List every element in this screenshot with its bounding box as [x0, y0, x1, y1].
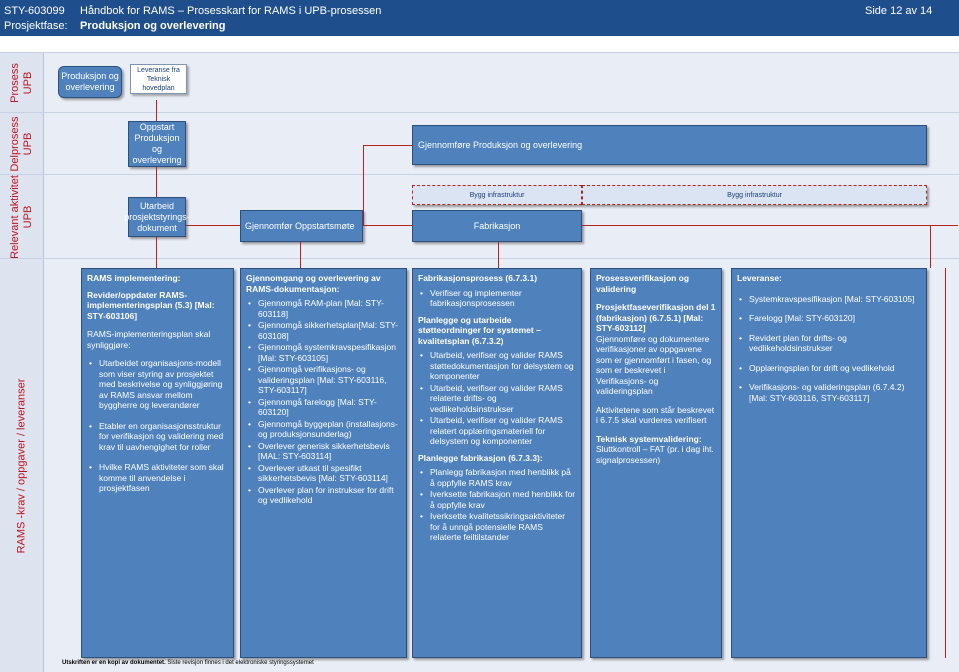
panel-text: Aktivitetene som står beskrevet i 6.7.5 …: [596, 404, 715, 426]
list-item: Gjennomgå byggeplan (installasjons- og p…: [246, 419, 401, 440]
connector: [363, 145, 364, 225]
list-item: Gjennomgå verifikasjons- og valideringsp…: [246, 364, 401, 396]
list-item: Iverksette kvalitetssikringsaktiviteter …: [418, 511, 576, 543]
panel-rams-implementering: RAMS implementering: Revider/oppdater RA…: [81, 268, 234, 658]
list-item: Gjennomgå sikkerhetsplan[Mal: STY-603108…: [246, 320, 401, 341]
phase-value: Produksjon og overlevering: [80, 20, 226, 32]
panel-list: Planlegg fabrikasjon med henblikk på å o…: [418, 467, 576, 543]
panel-subtitle: Teknisk systemvalidering:: [596, 433, 702, 444]
panel-subtitle: Planlegge og utarbeide støtteordninger f…: [418, 314, 541, 346]
list-item: Utarbeid, verifiser og valider RAMS støt…: [418, 350, 576, 382]
list-item: Opplæringsplan for drift og vedlikehold: [737, 363, 921, 374]
page-indicator: Side 12 av 14: [865, 5, 933, 17]
connector: [498, 242, 499, 268]
list-item: Verifikasjons- og valideringsplan (6.7.4…: [737, 382, 921, 403]
connector: [186, 225, 240, 226]
list-item: Iverksette fabrikasjon med henblikk for …: [418, 489, 576, 510]
box-bygg-infrastruktur-2[interactable]: Bygg infrastruktur: [582, 185, 927, 205]
lane-label-rams: RAMS -krav / oppgaver / leveranser: [0, 259, 44, 672]
list-item: Overlever generisk sikkerhetsbevis [MAL:…: [246, 441, 401, 462]
list-item: Utarbeidet organisasjons-modell som vise…: [87, 358, 228, 411]
panel-gjennomgang: Gjennomgang og overlevering av RAMS-doku…: [240, 268, 407, 658]
panel-title: Prosessverifikasjon og validering: [596, 273, 690, 294]
box-gjennomfore[interactable]: Gjennomføre Produksjon og overlevering: [412, 125, 927, 165]
panel-list: Utarbeidet organisasjons-modell som vise…: [87, 358, 228, 494]
connector: [300, 242, 301, 268]
lane-label-aktivitet: Relevant aktivitet UPB: [0, 175, 44, 258]
doc-id: STY-603099: [4, 5, 65, 17]
box-oppstartsmote[interactable]: Gjennomfør Oppstartsmøte: [240, 210, 363, 242]
box-styringsdok[interactable]: Utarbeid prosjektstyrings-dokument: [124, 197, 190, 237]
footer-rest: Siste revisjon finnes i det elektroniske…: [167, 660, 314, 666]
footer-note: Utskriften er en kopi av dokumentet. Sis…: [62, 660, 314, 666]
panel-list: Gjennomgå RAM-plan [Mal: STY-603118] Gje…: [246, 298, 401, 506]
list-item: Gjennomgå systemkravspesifikasjon [Mal: …: [246, 342, 401, 363]
list-item: Overlever utkast til spesifikt sikkerhet…: [246, 463, 401, 484]
connector: [363, 145, 412, 146]
list-item: Farelogg [Mal: STY-603120]: [737, 313, 921, 324]
list-item: Utarbeid, verifiser og valider RAMS rela…: [418, 415, 576, 447]
panel-subtitle: Planlegge fabrikasjon (6.7.3.3):: [418, 452, 543, 463]
panel-title: Gjennomgang og overlevering av RAMS-doku…: [246, 273, 381, 294]
list-item: Gjennomgå farelogg [Mal: STY-603120]: [246, 397, 401, 418]
panel-title: RAMS implementering:: [87, 273, 181, 283]
list-item: Systemkravspesifikasjon [Mal: STY-603105…: [737, 294, 921, 305]
panel-subtitle: Prosjektfaseverifikasjon del 1 (fabrikas…: [596, 302, 716, 333]
list-item: Verifiser og implementer fabrikasjonspro…: [418, 288, 576, 309]
panel-intro: RAMS-implementeringsplan skal synliggjør…: [87, 329, 211, 350]
doc-title: Håndbok for RAMS – Prosesskart for RAMS …: [80, 5, 382, 17]
panel-title: Fabrikasjonsprosess (6.7.3.1): [418, 273, 538, 283]
panel-subtitle: Revider/oppdater RAMS-implementeringspla…: [87, 289, 215, 321]
connector: [945, 268, 946, 658]
list-item: Revidert plan for drifts- og vedlikehold…: [737, 333, 921, 354]
panel-list: Systemkravspesifikasjon [Mal: STY-603105…: [737, 294, 921, 404]
panel-text: Sluttkontroll – FAT (pr. i dag iht. sign…: [596, 444, 714, 465]
connector: [582, 225, 930, 226]
list-item: Hvilke RAMS aktiviteter som skal komme t…: [87, 462, 228, 494]
box-bygg-infrastruktur-1[interactable]: Bygg infrastruktur: [412, 185, 582, 205]
panel-title: Leveranse:: [737, 273, 782, 283]
list-item: Planlegg fabrikasjon med henblikk på å o…: [418, 467, 576, 488]
list-item: Utarbeid, verifiser og valider RAMS rela…: [418, 383, 576, 415]
doc-leveranse-teknisk[interactable]: Leveranse fra Teknisk hovedplan: [130, 64, 187, 94]
list-item: Gjennomgå RAM-plan [Mal: STY-603118]: [246, 298, 401, 319]
panel-text: Gjennomføre og dokumentere verifikasjone…: [596, 333, 712, 397]
connector: [156, 167, 157, 197]
panel-list: Utarbeid, verifiser og valider RAMS støt…: [418, 350, 576, 447]
panel-fabrikasjon: Fabrikasjonsprosess (6.7.3.1) Verifiser …: [412, 268, 582, 658]
footer-bold: Utskriften er en kopi av dokumentet.: [62, 660, 166, 666]
connector: [363, 225, 412, 226]
panel-prosessverifikasjon: Prosessverifikasjon og validering Prosje…: [590, 268, 722, 658]
connector: [930, 225, 931, 268]
phase-label: Prosjektfase:: [4, 20, 68, 32]
list-item: Etabler en organisasjonsstruktur for ver…: [87, 421, 228, 453]
connector: [156, 100, 157, 121]
list-item: Overlever plan for instrukser for drift …: [246, 485, 401, 506]
connector: [930, 225, 958, 226]
lane-label-prosess: Prosess UPB: [0, 53, 44, 112]
panel-list: Verifiser og implementer fabrikasjonspro…: [418, 288, 576, 309]
lane-label-delprosess: Delprosess UPB: [0, 113, 44, 174]
process-box-produksjon[interactable]: Produksjon og overlevering: [58, 66, 122, 98]
panel-leveranse: Leveranse: Systemkravspesifikasjon [Mal:…: [731, 268, 927, 658]
box-fabrikasjon[interactable]: Fabrikasjon: [412, 210, 582, 242]
box-oppstart[interactable]: Oppstart Produksjon og overlevering: [128, 121, 186, 167]
header-bar: STY-603099 Håndbok for RAMS – Prosesskar…: [0, 0, 959, 36]
connector: [156, 237, 157, 268]
